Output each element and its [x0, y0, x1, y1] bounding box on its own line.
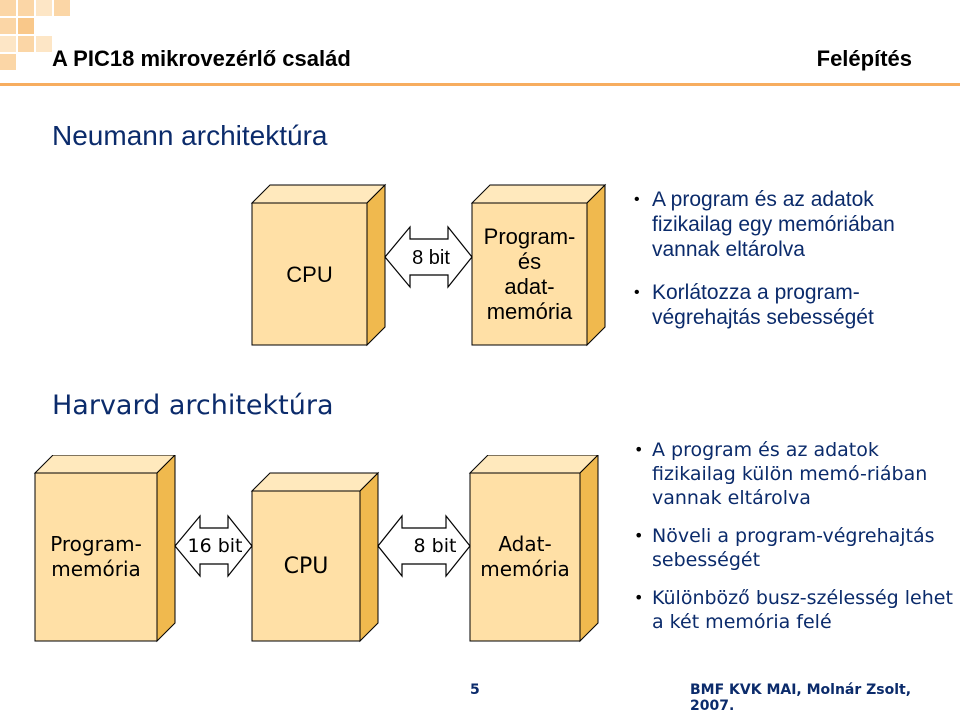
harvard-bus-right-arrow — [377, 514, 471, 578]
neumann-bullet: A program és az adatok fizikailag egy me… — [632, 187, 952, 262]
harvard-data-memory-box — [468, 455, 599, 643]
neumann-memory-label: Program- és adat- memória — [483, 224, 576, 324]
harvard-title: Harvard architektúra — [52, 390, 334, 421]
corner-decoration — [0, 0, 70, 70]
footer-credit: BMF KVK MAI, Molnár Zsolt, 2007. — [690, 682, 912, 714]
harvard-bus-right-label: 8 bit — [413, 535, 457, 557]
harvard-cpu-label: CPU — [283, 553, 329, 579]
harvard-bullet-list: A program és az adatok fizikailag külön … — [632, 438, 957, 648]
slide-section-title: Felépítés — [816, 46, 912, 71]
neumann-memory-box — [470, 183, 607, 347]
page-number: 5 — [470, 682, 480, 698]
neumann-bullet-list: A program és az adatok fizikailag egy me… — [632, 187, 952, 348]
harvard-cpu-box — [250, 471, 380, 643]
neumann-title: Neumann architektúra — [52, 120, 328, 151]
neumann-cpu-box — [250, 183, 387, 347]
neumann-cpu-label: CPU — [286, 261, 333, 287]
harvard-program-memory-box — [33, 455, 176, 643]
header-divider — [0, 83, 960, 86]
harvard-bullet: Különböző busz-szélesség lehet a két mem… — [632, 586, 957, 634]
neumann-bus-label: 8 bit — [412, 246, 450, 269]
harvard-diagram — [33, 455, 599, 643]
harvard-bus-left-arrow — [174, 514, 253, 578]
slide-header-title: A PIC18 mikrovezérlő család — [52, 46, 351, 71]
neumann-bullet: Korlátozza a program-végrehajtás sebessé… — [632, 280, 952, 330]
neumann-diagram — [250, 183, 607, 347]
harvard-bullet: Növeli a program-végrehajtás sebességét — [632, 524, 957, 572]
harvard-bus-left-label: 16 bit — [187, 535, 243, 557]
harvard-data-memory-label: Adat- memória — [480, 532, 570, 581]
harvard-program-memory-label: Program- memória — [50, 532, 142, 581]
harvard-bullet: A program és az adatok fizikailag külön … — [632, 438, 957, 510]
neumann-bus-arrow — [384, 225, 473, 289]
